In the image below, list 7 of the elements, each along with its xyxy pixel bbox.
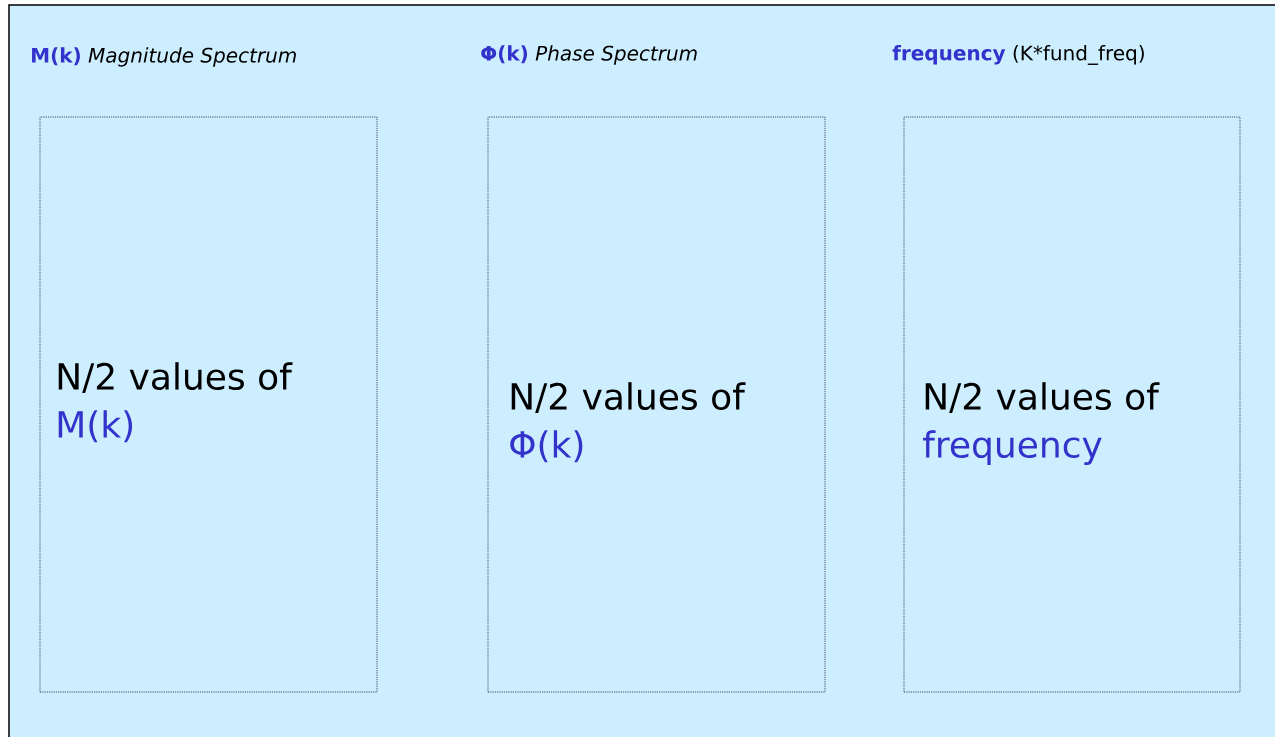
body-text: N/2 values of M(k) <box>58 362 293 443</box>
heading-text: frequency (K*fund_freq) <box>892 45 1144 65</box>
heading-text: Φ(k) Phase Spectrum <box>481 45 697 65</box>
heading-text: M(k) Magnitude Spectrum <box>32 47 296 67</box>
body-text: N/2 values of frequency <box>923 382 1160 466</box>
body-text: N/2 values of Φ(k) <box>510 382 746 463</box>
panel-background <box>8 4 1275 737</box>
